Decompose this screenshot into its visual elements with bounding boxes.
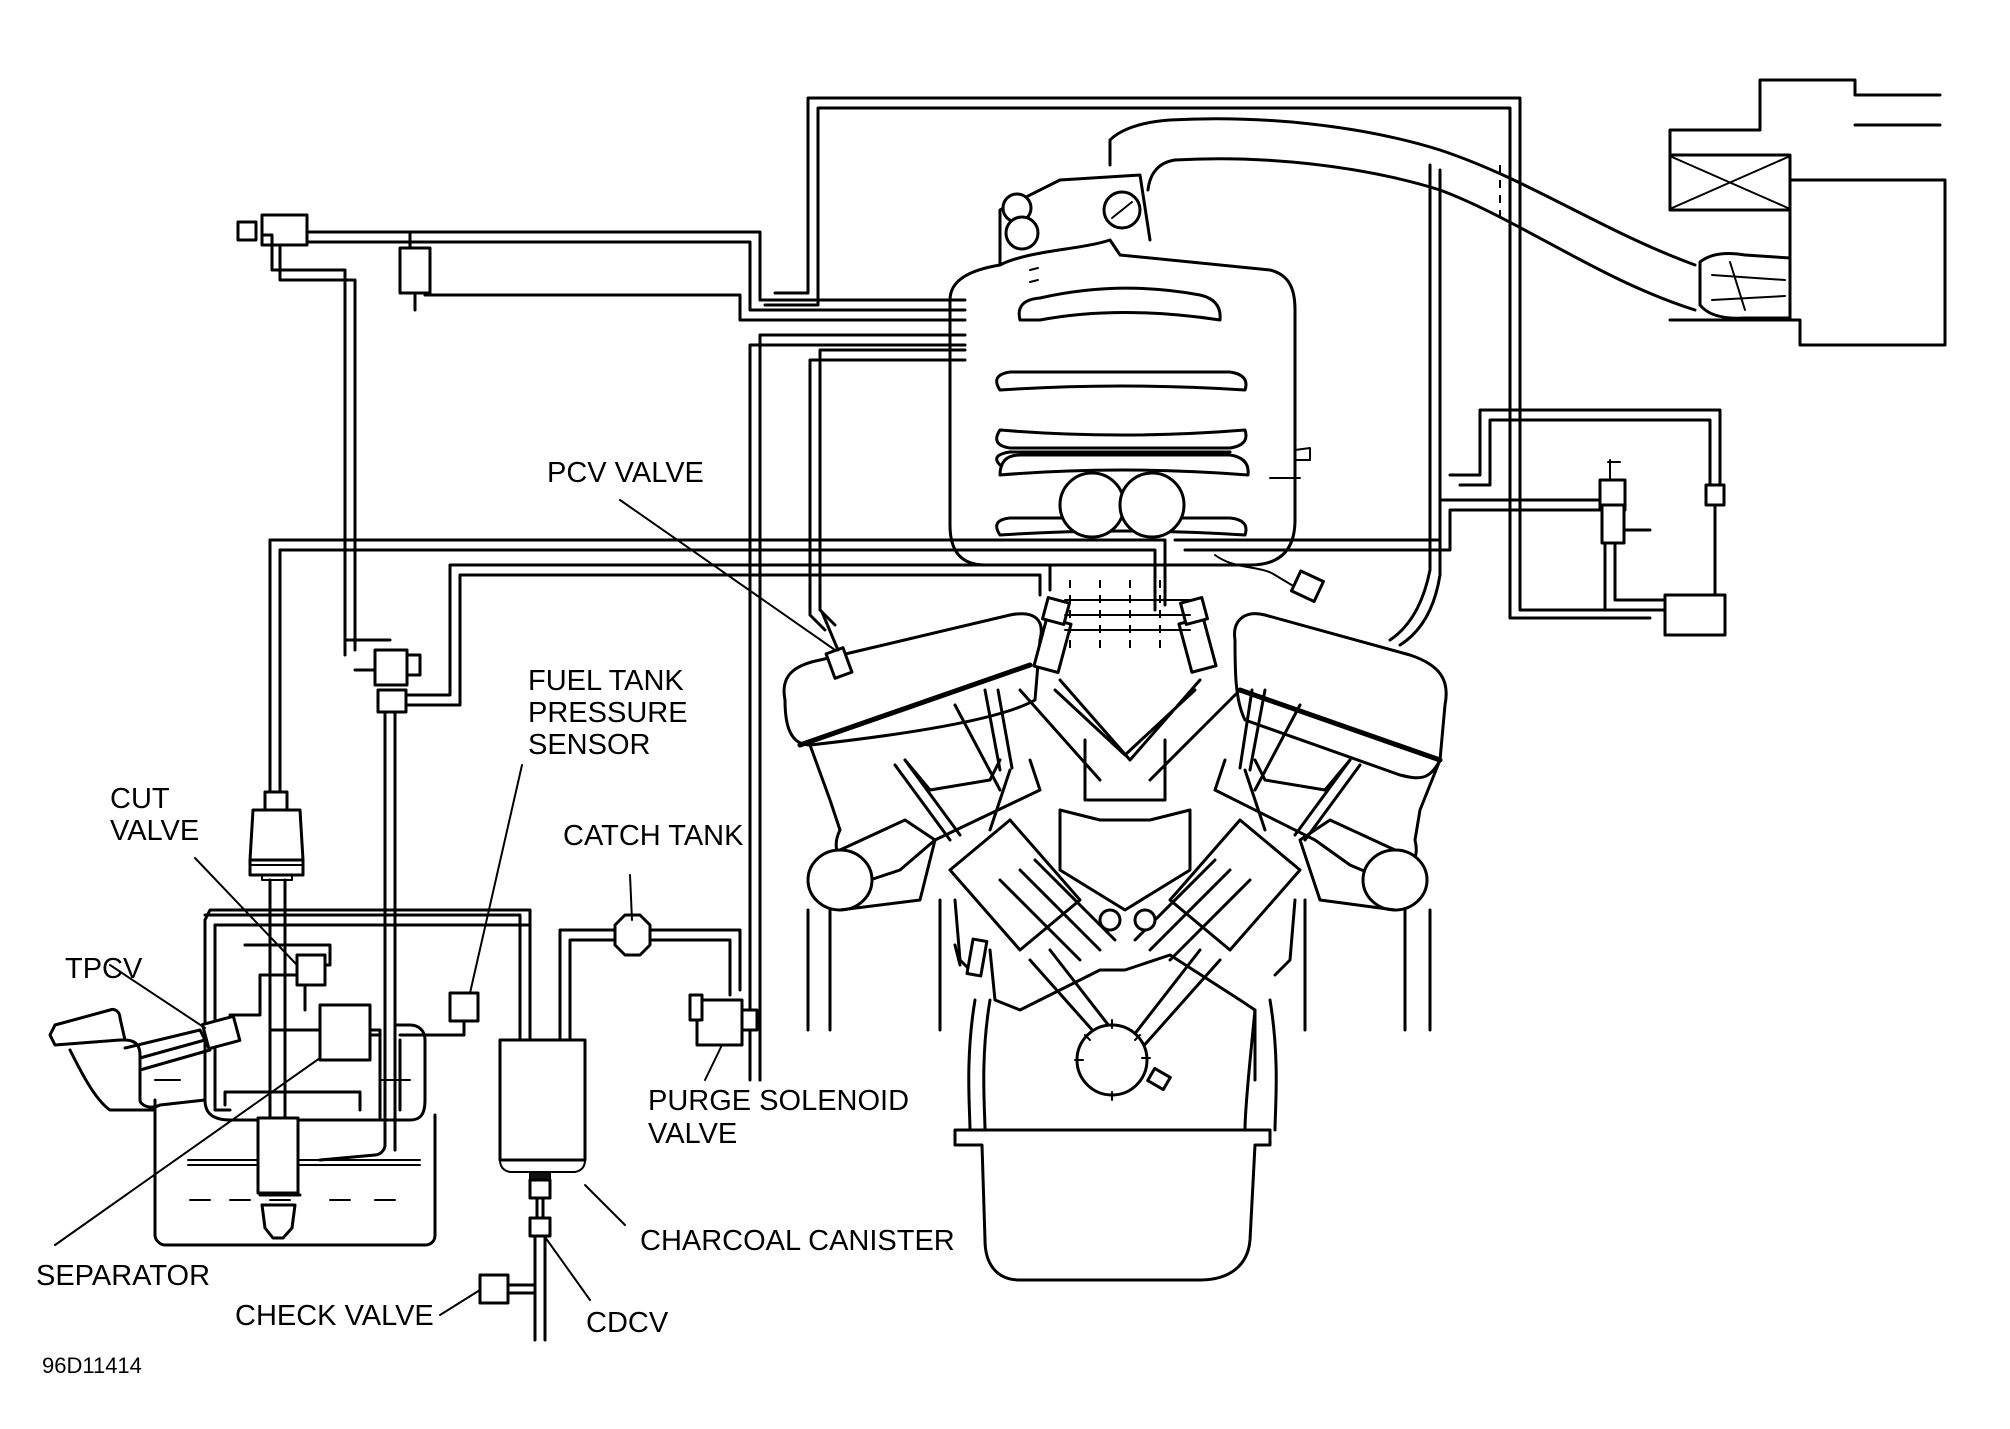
fuel-tank-pressure-sensor-body [448, 991, 480, 1023]
label-purge-solenoid-valve-2: VALVE [648, 1118, 737, 1150]
label-check-valve: CHECK VALVE [235, 1300, 434, 1332]
charcoal-canister-body [498, 1038, 587, 1162]
vacuum-lines [236, 96, 1727, 1082]
label-catch-tank: CATCH TANK [563, 820, 744, 852]
label-cdcv: CDCV [586, 1307, 669, 1339]
label-purge-solenoid-valve-1: PURGE SOLENOID [648, 1085, 909, 1117]
intake-duct [1108, 117, 1697, 312]
cut-valve-body [295, 953, 327, 987]
label-charcoal-canister: CHARCOAL CANISTER [640, 1225, 955, 1257]
label-cut-valve-1: CUT [110, 783, 170, 815]
engine-block [782, 580, 1448, 1282]
catch-tank-body [613, 913, 652, 957]
figure-code: 96D11414 [42, 1353, 142, 1378]
intake-plenum [948, 173, 1325, 603]
fuel-tank [48, 908, 532, 1247]
check-valve-body [478, 1273, 510, 1305]
evap-components [200, 538, 532, 1240]
canister-group [478, 913, 762, 1342]
label-tpcv: TPCV [65, 953, 143, 985]
label-pcv-valve: PCV VALVE [547, 457, 704, 489]
fuel-injector-left [1032, 596, 1073, 675]
label-fuel-tank-pressure-sensor-1: FUEL TANK [528, 665, 684, 697]
purge-solenoid-body [695, 998, 744, 1047]
fuel-injector-right [1177, 596, 1218, 674]
labels: PCV VALVE FUEL TANK PRESSURE SENSOR CUT … [36, 457, 955, 1378]
label-fuel-tank-pressure-sensor-2: PRESSURE [528, 697, 688, 729]
air-cleaner [1668, 78, 1947, 347]
label-cut-valve-2: VALVE [110, 815, 199, 847]
label-separator: SEPARATOR [36, 1260, 210, 1292]
separator-body [318, 1003, 372, 1062]
label-fuel-tank-pressure-sensor-3: SENSOR [528, 729, 650, 761]
tpcv-body [200, 1014, 242, 1051]
cdcv-body [528, 1178, 552, 1200]
leader-lines [54, 499, 836, 1316]
